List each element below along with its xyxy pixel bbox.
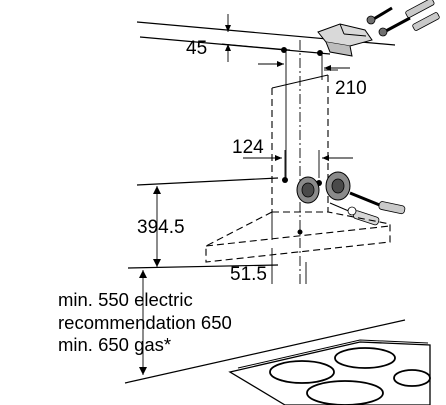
spacer-ring-icon bbox=[325, 171, 351, 201]
screw-icon bbox=[366, 6, 393, 25]
hob-burner-icon bbox=[269, 360, 335, 384]
hood-reference bbox=[136, 177, 279, 186]
spacer-ring-icon bbox=[296, 176, 320, 204]
clearance-notes: min. 550 electric recommendation 650 min… bbox=[58, 289, 232, 355]
dimension-hood-height-label: 394.5 bbox=[137, 217, 185, 238]
note-min-electric: min. 550 electric bbox=[58, 289, 193, 310]
hood-canopy bbox=[205, 92, 391, 263]
hob-burner-icon bbox=[393, 369, 431, 387]
note-recommendation: recommendation 650 bbox=[58, 312, 232, 333]
fixing-points-top bbox=[258, 47, 350, 92]
hob-burner-icon bbox=[306, 380, 384, 405]
hob-burner-icon bbox=[334, 347, 396, 369]
dimension-fixing-spacing: 124 bbox=[232, 137, 353, 178]
dimension-clearance bbox=[139, 270, 147, 375]
hood-bottom-line bbox=[127, 264, 279, 269]
note-min-gas: min. 650 gas* bbox=[58, 334, 171, 355]
wall-plug-icon bbox=[412, 12, 440, 31]
wall-plug-icon bbox=[405, 0, 435, 18]
dimension-top-gap: 45 bbox=[186, 14, 291, 62]
dimension-hood-offset-label: 51.5 bbox=[230, 264, 267, 285]
screw-icon bbox=[378, 16, 411, 37]
dimension-hood-offset: 51.5 bbox=[230, 248, 307, 285]
wall-plug-icon bbox=[329, 202, 380, 226]
dimension-top-gap-label: 45 bbox=[186, 38, 207, 59]
mounting-bracket-icon bbox=[317, 23, 373, 57]
dimension-bracket-spacing-label: 210 bbox=[335, 78, 367, 99]
dimension-hood-height: 394.5 bbox=[137, 186, 185, 267]
screw-icon bbox=[349, 191, 406, 215]
dimension-bracket-spacing: 210 bbox=[324, 69, 367, 99]
dimension-fixing-spacing-label: 124 bbox=[232, 137, 264, 158]
